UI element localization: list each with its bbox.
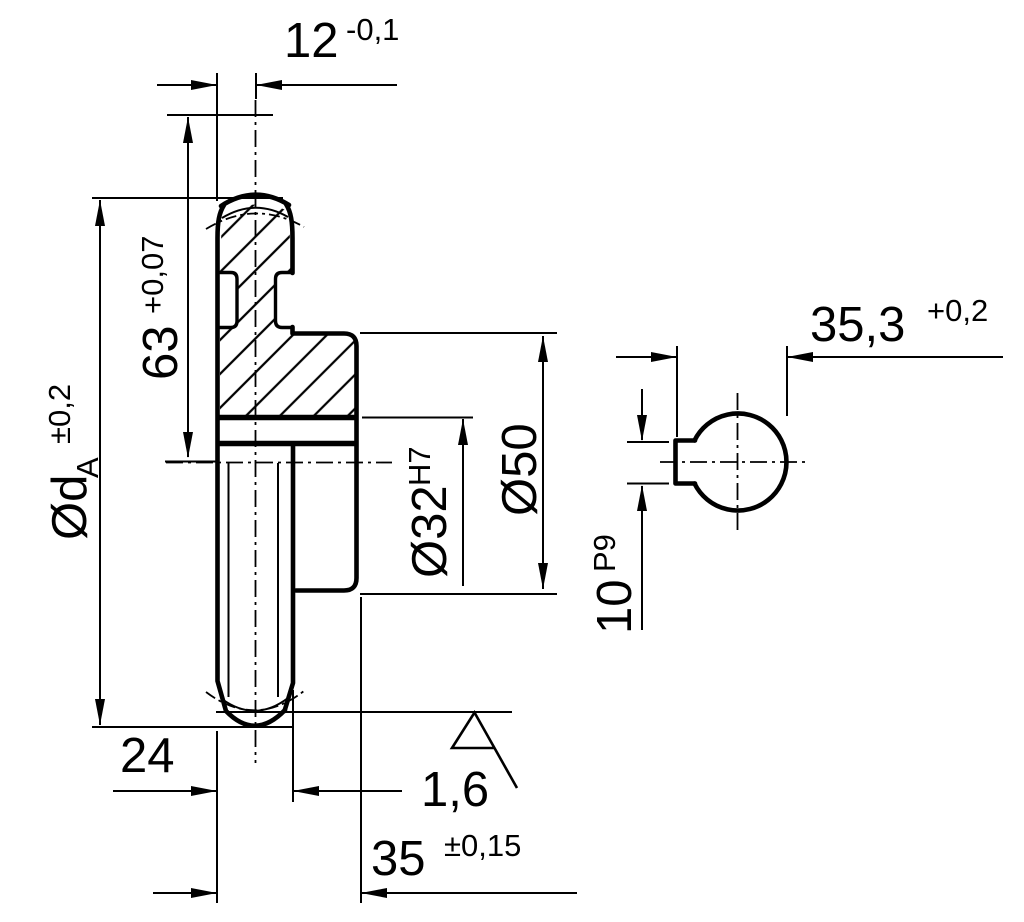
left-face-outline: [215, 202, 229, 714]
dim-63-value: 63: [134, 325, 188, 380]
dim-da-main: Ød: [43, 475, 97, 540]
tooth-root-arc-top: [221, 206, 289, 219]
dimension-d50: Ø50: [360, 332, 557, 595]
dim-overall-width-value: 35: [371, 832, 426, 886]
dim-overall-width-tol: ±0,15: [444, 828, 521, 863]
dim-tooth-width-tol: -0,1: [346, 12, 399, 47]
surface-roughness-note: 1,6: [216, 709, 519, 817]
hub-outline: [290, 324, 359, 593]
right-flank-outline: [283, 201, 295, 276]
dimension-d32: Ø32 H7: [362, 416, 473, 586]
roller-groove-right: [273, 270, 295, 330]
dimension-63: 63 +0,07: [134, 114, 273, 463]
dim-disc-width-value: 24: [120, 729, 175, 783]
dimension-10p9: 10 P9: [587, 389, 669, 634]
dim-hub-dia-value: Ø50: [493, 423, 547, 516]
dim-keyway-depth-tol: +0,2: [927, 293, 988, 328]
roughness-value: 1,6: [421, 763, 489, 817]
disc-face-lower: [282, 441, 296, 714]
hatched-section-area: [220, 204, 355, 415]
dimension-353: 35,3 +0,2: [616, 293, 1003, 437]
dimension-tip-diameter: Ød A ±0,2: [42, 197, 293, 728]
roller-groove-left: [218, 270, 239, 330]
dim-da-tol: ±0,2: [42, 384, 77, 444]
dim-keyway-depth-value: 35,3: [810, 298, 905, 352]
dim-da-sub: A: [70, 457, 105, 478]
dim-tooth-width-value: 12: [284, 14, 339, 68]
dim-63-tol: +0,07: [135, 236, 170, 314]
tooth-tip-arc-bottom: [223, 707, 288, 728]
dim-keyway-width-value: 10: [588, 579, 642, 634]
dim-keyway-width-fit: P9: [587, 534, 622, 572]
dim-bore-dia-fit: H7: [402, 446, 437, 486]
dim-bore-dia-value: Ø32: [403, 485, 457, 578]
dimension-24: 24: [113, 690, 402, 802]
dimension-12: 12 -0,1: [157, 12, 399, 201]
section-view: [166, 100, 392, 763]
side-view: 35,3 +0,2 10 P9: [587, 293, 1003, 634]
roughness-icon: [449, 709, 519, 789]
dimension-35: 35 ±0,15: [153, 597, 577, 903]
